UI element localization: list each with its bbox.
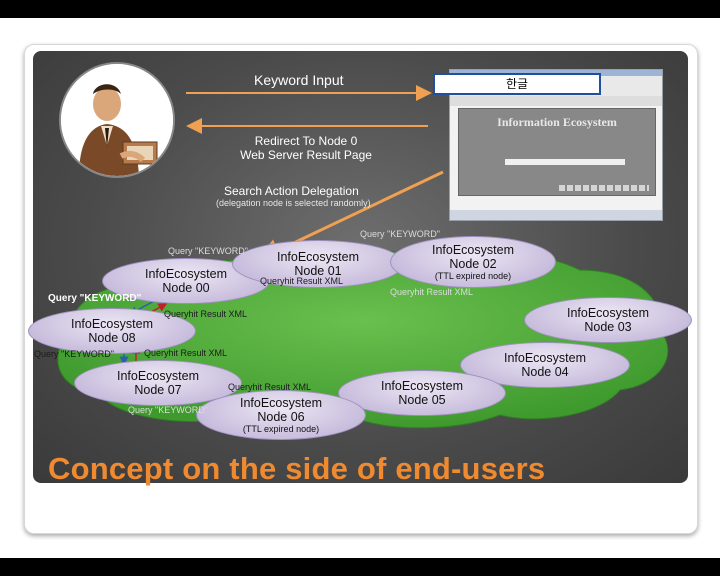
delegation-note: (delegation node is selected randomly) — [216, 198, 371, 208]
browser-search-field[interactable] — [505, 159, 625, 165]
node-title: InfoEcosystem — [71, 317, 153, 331]
query-label-00-08: Query "KEYWORD" — [48, 293, 142, 304]
query-label-07-06: Query "KEYWORD" — [128, 405, 208, 415]
queryhit-label-02-01: Queryhit Result XML — [390, 287, 474, 297]
query-label-08-07: Query "KEYWORD" — [34, 349, 114, 359]
node-id: Node 07 — [134, 383, 182, 397]
browser-statusbar — [450, 210, 662, 220]
node-title: InfoEcosystem — [277, 250, 359, 264]
browser-page-title: Information Ecosystem — [497, 115, 617, 129]
queryhit-label-07-08: Queryhit Result XML — [144, 348, 228, 358]
bottom-letterbox — [0, 558, 720, 576]
node-title: InfoEcosystem — [145, 267, 227, 281]
node-id: Node 00 — [162, 281, 210, 295]
redirect-line-2: Web Server Result Page — [240, 148, 372, 162]
node-06: InfoEcosystem Node 06 (TTL expired node) — [196, 390, 366, 440]
node-title: InfoEcosystem — [432, 242, 514, 257]
node-01: InfoEcosystem Node 01 — [232, 240, 404, 288]
queryhit-label-01-00: Queryhit Result XML — [260, 276, 344, 286]
keyword-search-input[interactable]: 한글 — [433, 73, 601, 95]
query-label-00-01: Query "KEYWORD" — [168, 246, 248, 256]
node-id: Node 01 — [294, 264, 342, 278]
node-title: InfoEcosystem — [381, 379, 463, 393]
slide-caption: Concept on the side of end-users — [48, 451, 546, 486]
node-07: InfoEcosystem Node 07 — [74, 360, 242, 406]
browser-page-footer — [559, 185, 649, 191]
redirect-label: Redirect To Node 0 Web Server Result Pag… — [236, 134, 376, 162]
node-id: Node 04 — [521, 365, 569, 379]
node-id: Node 08 — [88, 331, 136, 345]
node-08: InfoEcosystem Node 08 — [28, 308, 196, 354]
node-title: InfoEcosystem — [240, 395, 322, 410]
node-id: Node 05 — [398, 393, 446, 407]
node-title: InfoEcosystem — [117, 369, 199, 383]
delegation-label: Search Action Delegation — [224, 184, 359, 198]
node-note: (TTL expired node) — [434, 270, 512, 281]
node-id: Node 02 — [449, 256, 497, 271]
queryhit-label-08-00: Queryhit Result XML — [164, 309, 248, 319]
node-title: InfoEcosystem — [504, 351, 586, 365]
user-avatar — [61, 64, 173, 176]
queryhit-label-06-07: Queryhit Result XML — [228, 382, 312, 392]
query-label-01-02: Query "KEYWORD" — [360, 229, 440, 239]
businessman-icon — [61, 64, 173, 176]
node-id: Node 06 — [257, 409, 305, 424]
node-title: InfoEcosystem — [567, 306, 649, 320]
node-note: (TTL expired node) — [242, 423, 320, 434]
node-id: Node 03 — [584, 320, 632, 334]
node-02: InfoEcosystem Node 02 (TTL expired node) — [390, 236, 556, 288]
node-05: InfoEcosystem Node 05 — [338, 370, 506, 416]
browser-address-bar — [450, 96, 662, 106]
keyword-input-label: Keyword Input — [254, 72, 344, 88]
browser-page: Information Ecosystem — [458, 108, 656, 196]
redirect-line-1: Redirect To Node 0 — [254, 134, 358, 148]
node-03: InfoEcosystem Node 03 — [524, 297, 692, 343]
top-letterbox — [0, 0, 720, 18]
